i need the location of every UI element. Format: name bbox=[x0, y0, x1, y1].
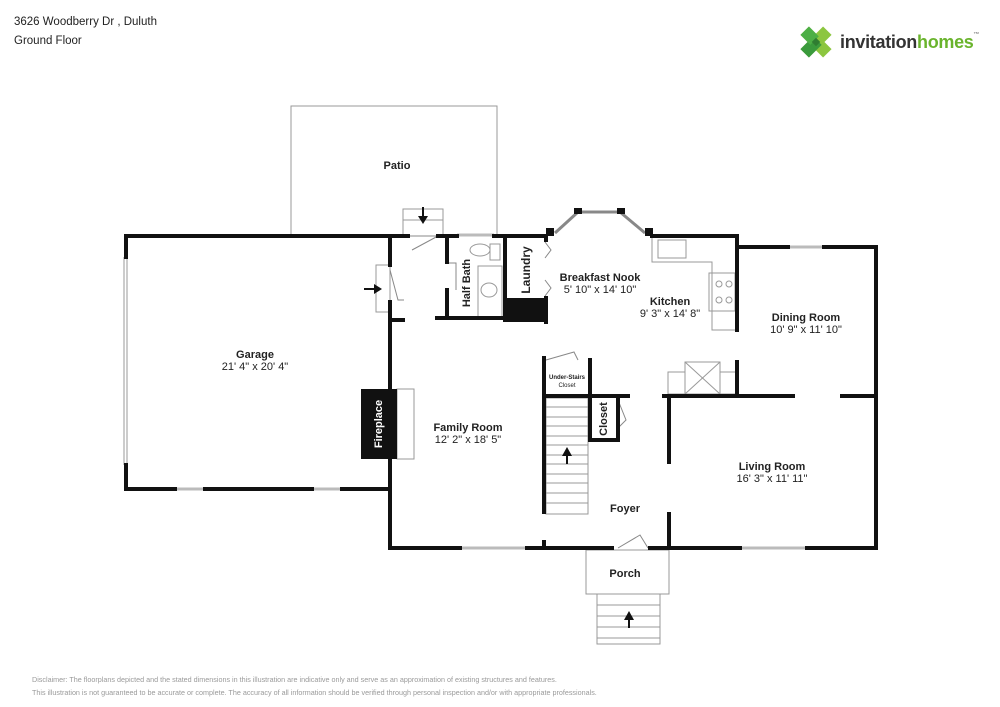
room-garage: Garage 21' 4" x 20' 4" bbox=[221, 349, 289, 373]
arrow-up-icon bbox=[624, 611, 634, 620]
room-under-stairs-closet: Under-Stairs Closet bbox=[548, 375, 586, 389]
arrow-up-icon bbox=[562, 447, 572, 456]
room-living-room: Living Room 16' 3" x 11' 11" bbox=[736, 461, 808, 485]
brand-wordmark: invitationhomes™ bbox=[840, 31, 980, 52]
arrow-right-icon bbox=[374, 284, 382, 294]
plan-header: 3626 Woodberry Dr , Duluth Ground Floor bbox=[14, 13, 157, 51]
room-patio: Patio bbox=[383, 160, 411, 172]
room-closet: Closet bbox=[598, 402, 610, 436]
room-half-bath: Half Bath bbox=[461, 258, 473, 308]
room-breakfast-nook: Breakfast Nook 5' 10" x 14' 10" bbox=[559, 272, 641, 296]
entry-arrows bbox=[364, 207, 634, 628]
disclaimer: Disclaimer: The floorplans depicted and … bbox=[32, 675, 597, 697]
porch-steps bbox=[596, 593, 661, 645]
fireplace-block bbox=[361, 389, 397, 459]
brand-logo: invitationhomes™ bbox=[798, 24, 980, 60]
property-address: 3626 Woodberry Dr , Duluth bbox=[14, 16, 157, 28]
walls bbox=[124, 234, 878, 550]
arrow-down-icon bbox=[418, 216, 428, 224]
room-laundry: Laundry bbox=[519, 246, 533, 294]
room-family-room: Family Room 12' 2" x 18' 5" bbox=[433, 422, 503, 446]
room-porch: Porch bbox=[609, 568, 641, 580]
room-kitchen: Kitchen 9' 3" x 14' 8" bbox=[639, 296, 701, 320]
clover-logo-icon bbox=[800, 26, 832, 58]
fireplace-label: Fireplace bbox=[373, 399, 385, 449]
floor-name: Ground Floor bbox=[14, 35, 82, 47]
room-foyer: Foyer bbox=[610, 503, 640, 515]
room-dining-room: Dining Room 10' 9" x 11' 10" bbox=[770, 312, 842, 336]
